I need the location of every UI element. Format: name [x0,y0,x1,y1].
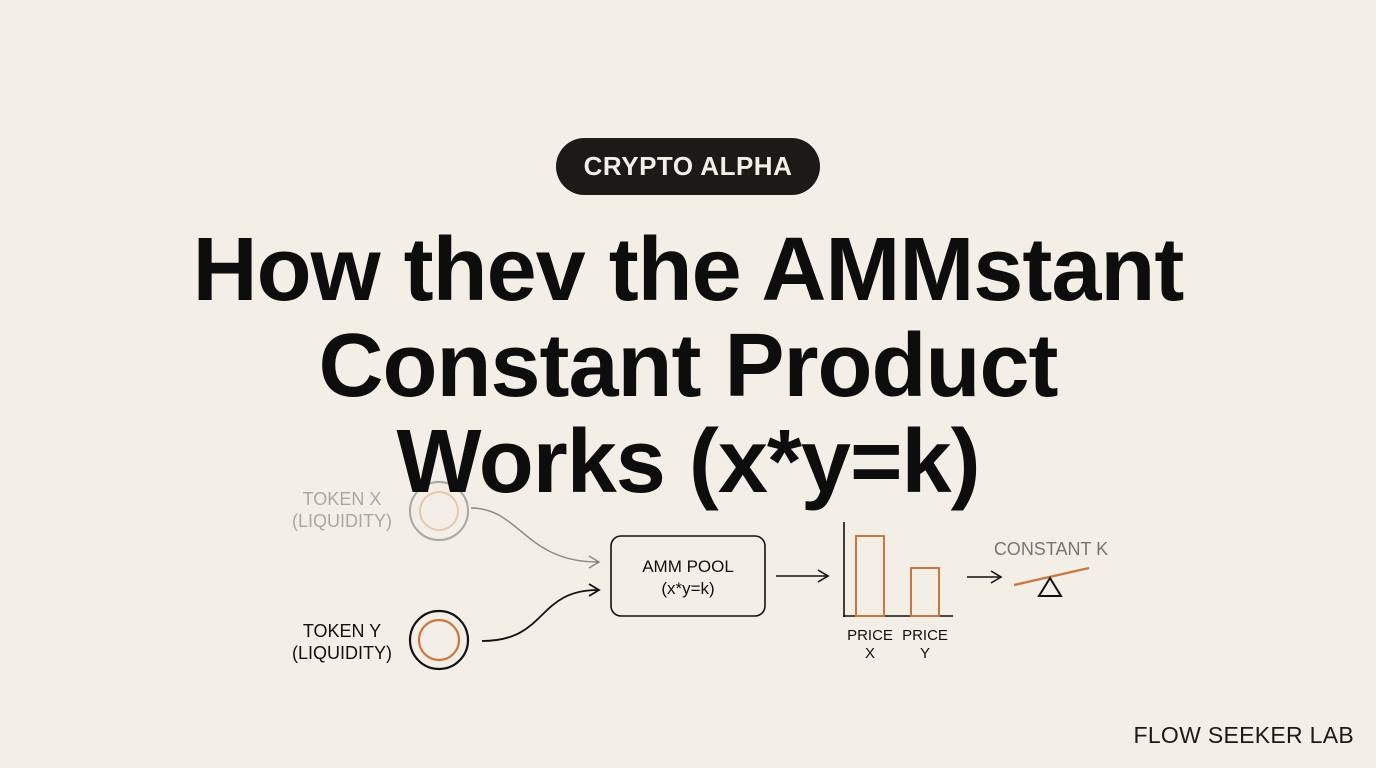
constant-k-node: CONSTANT K [994,539,1108,597]
token-y-outer-circle [408,609,470,671]
token-y-label-line1: TOKEN Y [303,621,381,641]
balance-beam [1013,566,1090,587]
headline: How thev the AMMstant Constant Product W… [88,222,1288,510]
token-x-arrowhead [588,555,601,569]
category-badge: CRYPTO ALPHA [556,138,820,195]
category-badge-label: CRYPTO ALPHA [583,151,793,181]
balance-fulcrum-icon [1037,576,1063,597]
token-x-connector [470,507,599,563]
price-y-bar [910,567,940,617]
token-y-arrowhead [588,583,601,597]
token-x-outer-circle [409,481,469,541]
token-x-label-line1: TOKEN X [303,489,382,509]
price-x-label-line1: PRICE [847,627,893,644]
brand-label: FLOW SEEKER LAB [1133,722,1354,748]
token-y-node: TOKEN Y (LIQUIDITY) [292,609,470,671]
constant-k-label: CONSTANT K [994,539,1108,559]
token-y-connector [481,589,599,642]
amm-pool-box [610,535,766,617]
price-to-constant-arrowhead [990,570,1003,584]
headline-line-1: How thev the AMMstant [192,220,1185,320]
headline-line-3: Works (x*y=k) [396,412,980,512]
price-y-label-line1: PRICE [902,627,948,644]
token-y-label-line2: (LIQUIDITY) [292,643,392,663]
price-y-label-line2: Y [920,645,930,662]
amm-pool-label-line1: AMM POOL [642,557,734,576]
amm-pool-label-line2: (x*y=k) [661,579,714,598]
token-x-label-line2: (LIQUIDITY) [292,511,392,531]
token-y-inner-circle [417,618,461,662]
amm-pool-node: AMM POOL (x*y=k) [610,535,766,617]
price-x-bar [855,535,885,617]
price-x-label-line2: X [865,645,875,662]
pool-to-price-arrowhead [817,569,830,583]
token-x-node: TOKEN X (LIQUIDITY) [292,481,469,541]
token-x-inner-circle [419,491,459,531]
headline-line-2: Constant Product [318,316,1059,416]
price-chart: PRICE X PRICE Y [843,522,953,662]
